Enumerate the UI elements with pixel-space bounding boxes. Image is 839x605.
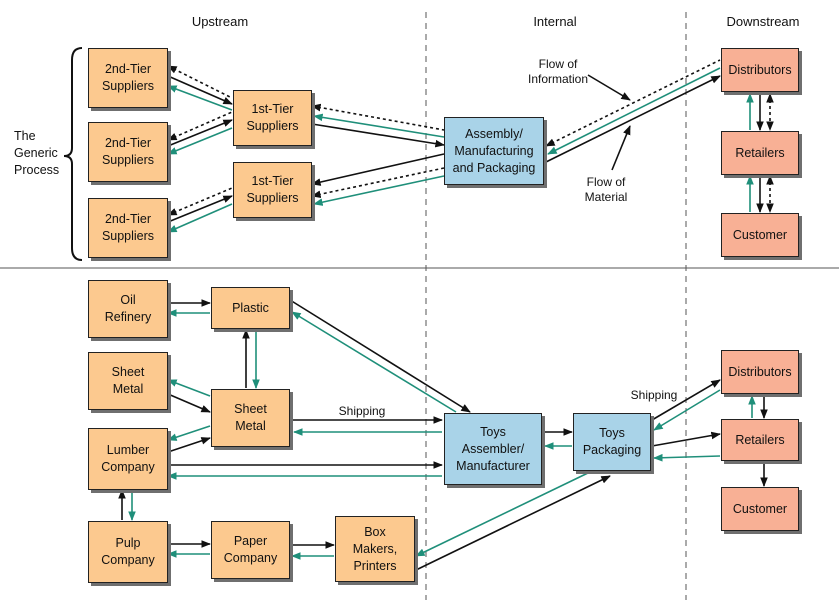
generic-process-bracket [63, 47, 83, 261]
bottom-arrows [118, 299, 768, 571]
header-internal: Internal [533, 14, 577, 29]
top-customer: Customer [721, 213, 799, 257]
bottom-customer: Customer [721, 487, 799, 531]
generic-process-label: The Generic Process [14, 129, 60, 177]
bottom-toys-assembler: Toys Assembler/ Manufacturer [444, 413, 542, 485]
top-tier2-suppliers-c: 2nd-Tier Suppliers [88, 198, 168, 258]
bottom-oil-refinery: Oil Refinery [88, 280, 168, 338]
top-tier2-suppliers-a: 2nd-Tier Suppliers [88, 48, 168, 108]
header-upstream: Upstream [191, 14, 249, 29]
top-arrows [167, 59, 774, 233]
header-downstream: Downstream [726, 14, 800, 29]
top-distributors: Distributors [721, 48, 799, 92]
shipping-label-packaging: Shipping [630, 388, 678, 402]
bottom-lumber-company: Lumber Company [88, 428, 168, 490]
bottom-pulp-company: Pulp Company [88, 521, 168, 583]
bottom-toys-packaging: Toys Packaging [573, 413, 651, 471]
bottom-sheet-metal: Sheet Metal [211, 389, 290, 447]
top-assembly-manufacturing: Assembly/ Manufacturing and Packaging [444, 117, 544, 185]
bottom-plastic: Plastic [211, 287, 290, 329]
bottom-sheet-metal-source: Sheet Metal [88, 352, 168, 410]
bottom-box-makers-printers: Box Makers, Printers [335, 516, 415, 582]
top-retailers: Retailers [721, 131, 799, 175]
top-tier1-suppliers-a: 1st-Tier Suppliers [233, 90, 312, 146]
top-tier2-suppliers-b: 2nd-Tier Suppliers [88, 122, 168, 182]
bottom-distributors: Distributors [721, 350, 799, 394]
bottom-paper-company: Paper Company [211, 521, 290, 579]
bottom-retailers: Retailers [721, 419, 799, 461]
flow-of-information-label: Flow of Information [527, 57, 589, 86]
top-tier1-suppliers-b: 1st-Tier Suppliers [233, 162, 312, 218]
flow-of-material-label: Flow of Material [584, 175, 628, 204]
shipping-label-assembler: Shipping [338, 404, 386, 418]
